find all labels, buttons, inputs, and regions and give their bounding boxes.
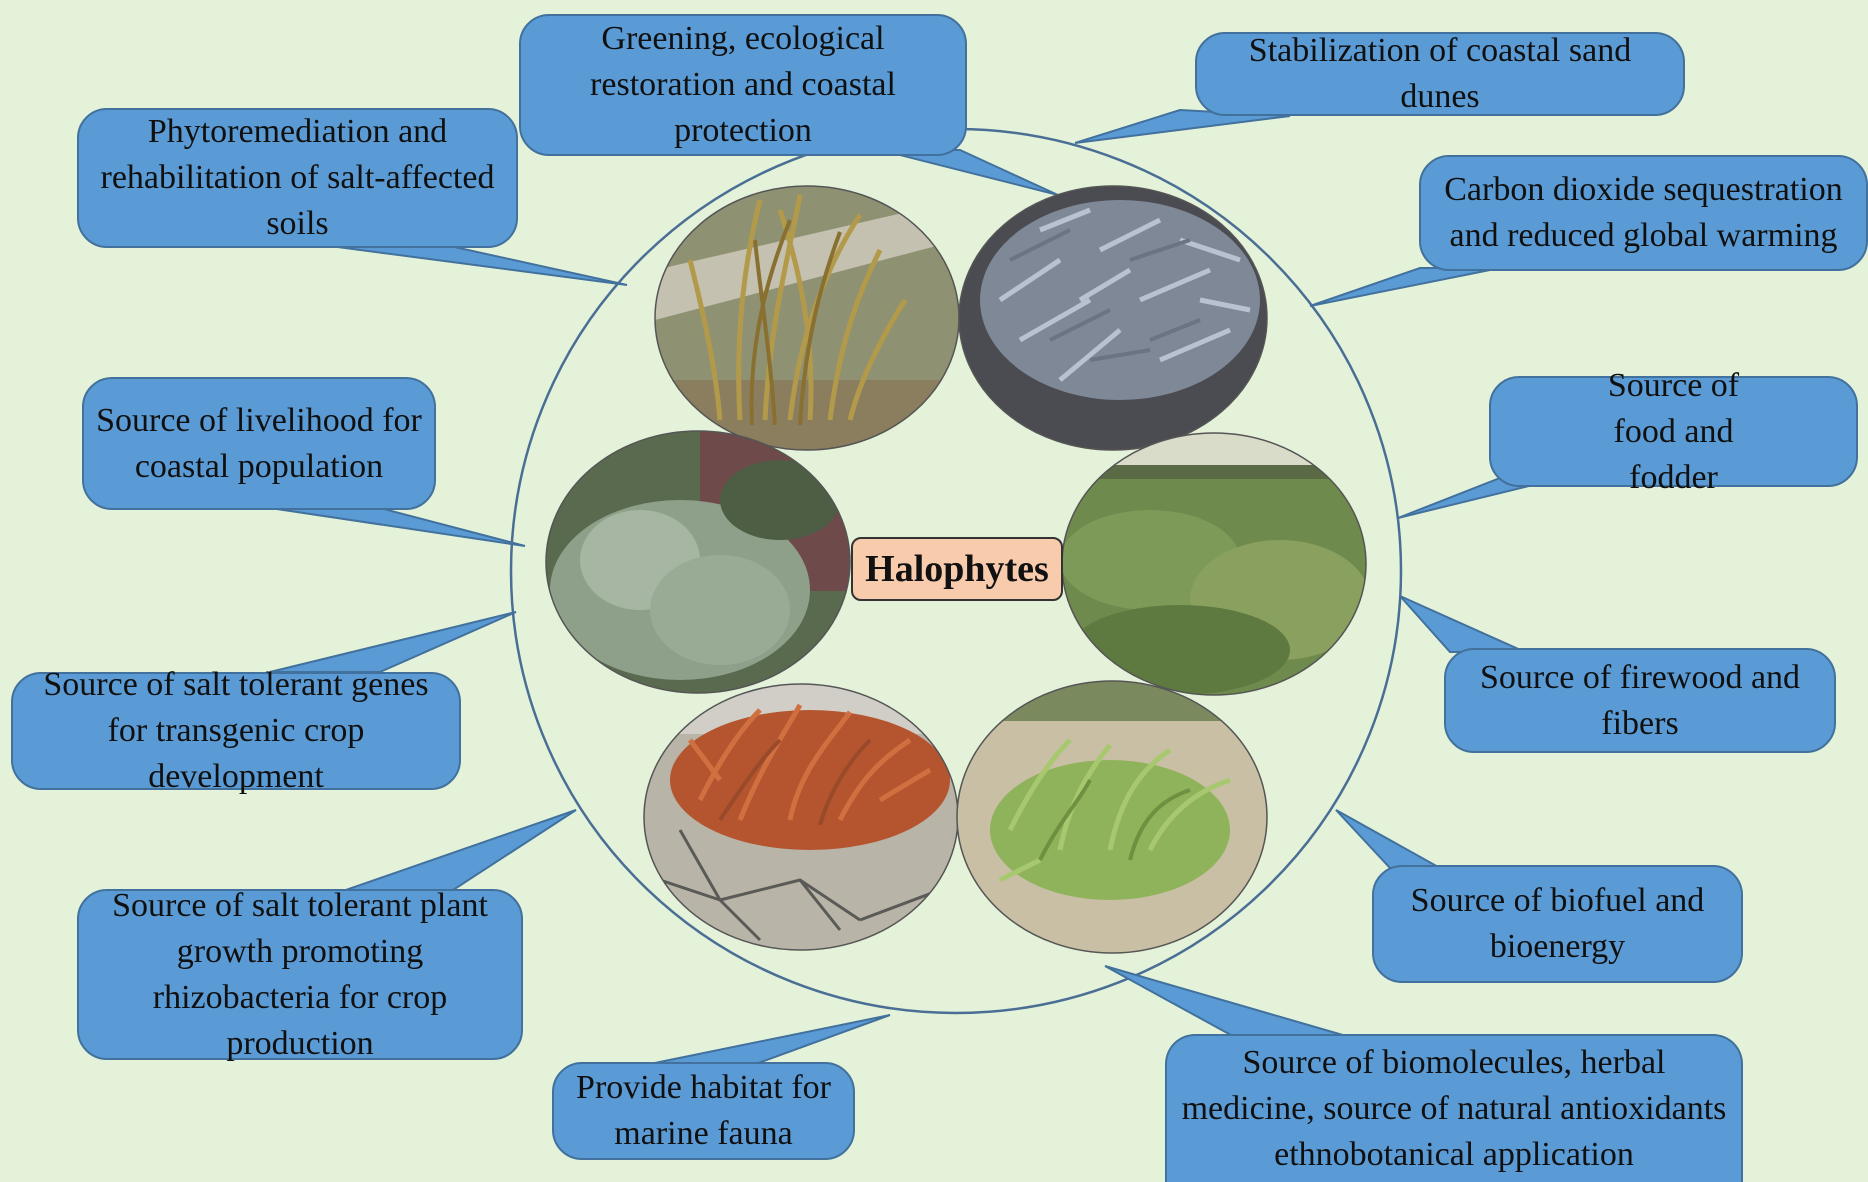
halophyte-photo-succulent-blue — [959, 186, 1267, 450]
callout-firewood: Source of firewood and fibers — [1444, 648, 1836, 753]
halophyte-photo-field-green — [1062, 433, 1366, 695]
halophyte-photo-shrub-grey — [546, 431, 850, 693]
callout-phyto-text: Phytoremediation and rehabilitation of s… — [100, 113, 495, 242]
pointer-livelihood — [269, 507, 526, 547]
callout-greening: Greening, ecological restoration and coa… — [519, 14, 967, 156]
callout-carbon: Carbon dioxide sequestration and reduced… — [1419, 155, 1868, 271]
callout-phyto: Phytoremediation and rehabilitation of s… — [77, 108, 518, 248]
callout-genes-text: Source of salt tolerant genes for transg… — [43, 666, 429, 795]
callout-dunes: Stabilization of coastal sand dunes — [1195, 32, 1685, 116]
callout-rhizobacteria-text: Source of salt tolerant plant growth pro… — [112, 886, 488, 1062]
pointer-phyto — [329, 245, 628, 286]
callout-genes: Source of salt tolerant genes for transg… — [11, 666, 461, 795]
callout-firewood-text: Source of firewood and fibers — [1479, 658, 1801, 742]
callout-carbon-text: Carbon dioxide sequestration and reduced… — [1444, 171, 1843, 254]
halophyte-photo-green-salicornia — [957, 681, 1267, 953]
callout-dunes-text: Stabilization of coastal sand dunes — [1248, 32, 1632, 115]
callout-habitat: Provide habitat for marine fauna — [552, 1062, 855, 1160]
pointer-greening — [879, 149, 1059, 196]
callout-biofuel-text: Source of biofuel and bioenergy — [1410, 882, 1705, 965]
callout-habitat-text: Provide habitat for marine fauna — [576, 1069, 831, 1152]
callout-greening-text: Greening, ecological restoration and coa… — [590, 20, 896, 149]
pointer-firewood — [1399, 595, 1526, 653]
callout-biomolecules: Source of biomolecules, herbal medicine,… — [1165, 1034, 1743, 1182]
callout-food-text: Source of food and fodder — [1607, 366, 1740, 496]
callout-livelihood-text: Source of livelihood for coastal populat… — [96, 401, 422, 485]
halophyte-photo-red-salicornia — [644, 684, 958, 950]
callout-biofuel: Source of biofuel and bioenergy — [1372, 865, 1743, 983]
center-label-halophytes: Halophytes — [851, 537, 1063, 601]
pointer-rhizobacteria — [339, 809, 577, 893]
pointer-biofuel — [1335, 809, 1444, 869]
halophyte-photo-grass-clump — [655, 186, 959, 450]
callout-biomolecules-text: Source of biomolecules, herbal medicine,… — [1181, 1044, 1727, 1173]
pointer-habitat — [639, 1014, 891, 1067]
callout-food: Source of food and fodder — [1489, 367, 1858, 496]
pointer-biomolecules — [1104, 965, 1361, 1041]
callout-livelihood: Source of livelihood for coastal populat… — [82, 377, 436, 510]
callout-rhizobacteria: Source of salt tolerant plant growth pro… — [77, 887, 523, 1062]
pointer-carbon — [1309, 267, 1501, 307]
